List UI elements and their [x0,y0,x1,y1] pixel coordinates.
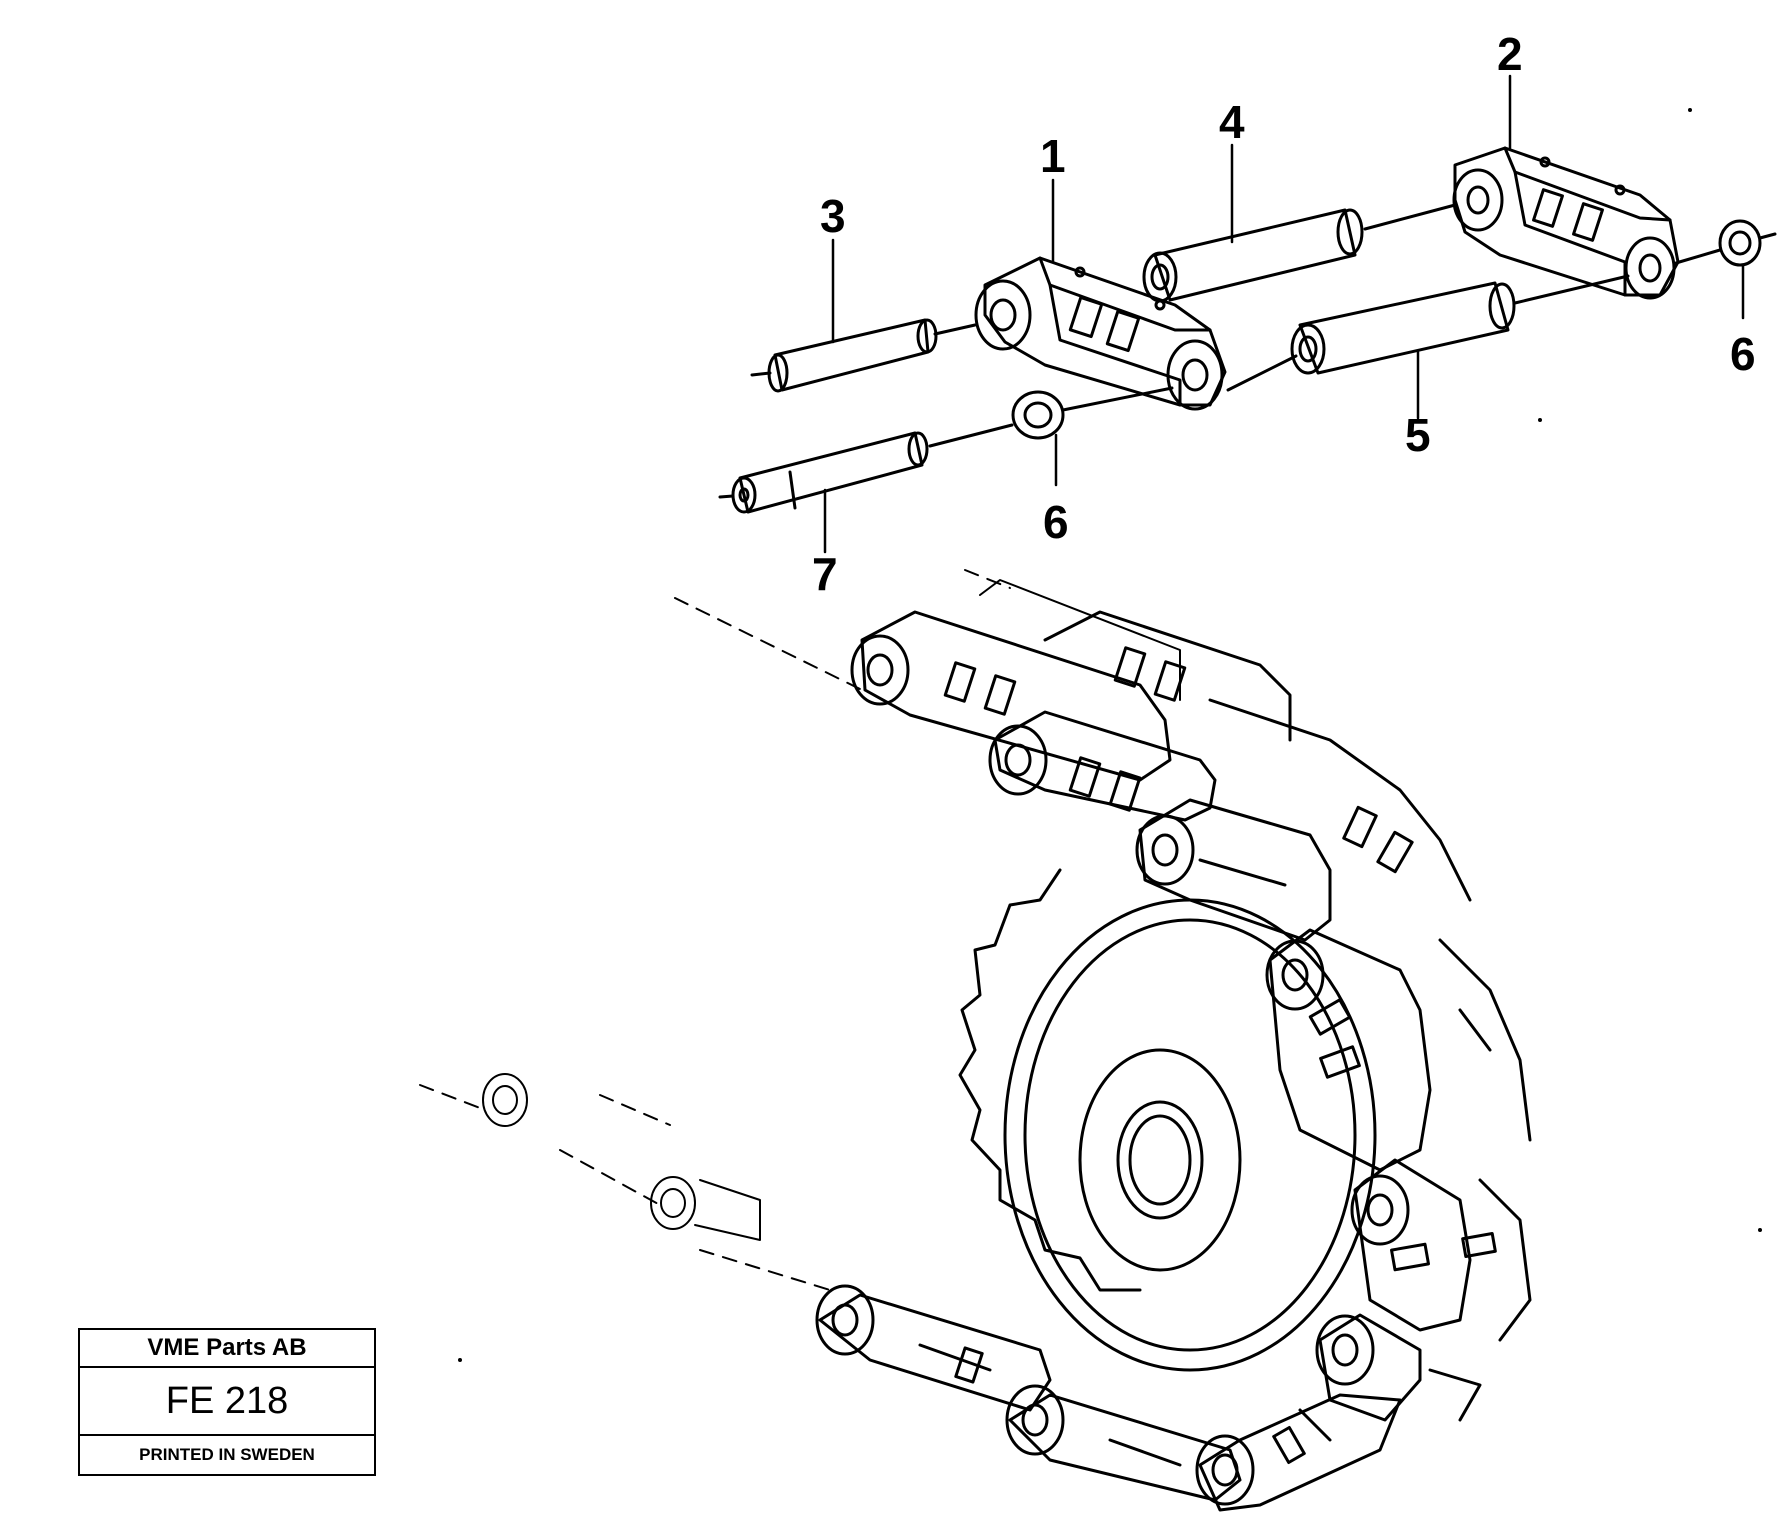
callout-leaders [823,74,1745,554]
figure-code: FE 218 [80,1368,374,1436]
callout-5: 5 [1405,409,1431,461]
track-links-right [1265,928,1532,1422]
track-link-part-1 [974,256,1227,411]
track-links-lower [815,1284,1402,1512]
track-link-part-2 [1452,146,1680,300]
callout-2: 2 [1497,28,1523,80]
printed-in-note: PRINTED IN SWEDEN [139,1445,315,1464]
track-links-upper [850,610,1472,942]
sprocket-wheel [958,868,1377,1372]
seal-part-6-right [1674,219,1777,267]
callout-1: 1 [1040,130,1066,182]
callout-6-center: 6 [1043,496,1069,548]
pin-part-3 [750,318,977,393]
registration-marks [458,108,1762,1362]
bushing-part-5 [1226,274,1630,392]
phantom-track-lines [419,569,1011,1291]
callout-3: 3 [820,190,846,242]
callout-7: 7 [812,548,838,600]
callout-labels: 1 2 3 4 5 6 6 7 [812,28,1756,600]
title-block: VME Parts AB FE 218 PRINTED IN SWEDEN [78,1328,376,1476]
company-name: VME Parts AB [80,1330,374,1368]
callout-4: 4 [1219,96,1245,148]
phantom-links [482,579,1181,1241]
callout-6-right: 6 [1730,328,1756,380]
bushing-part-4 [1142,203,1457,303]
pin-part-7 [718,423,1014,514]
seal-part-6-center [1011,386,1174,440]
